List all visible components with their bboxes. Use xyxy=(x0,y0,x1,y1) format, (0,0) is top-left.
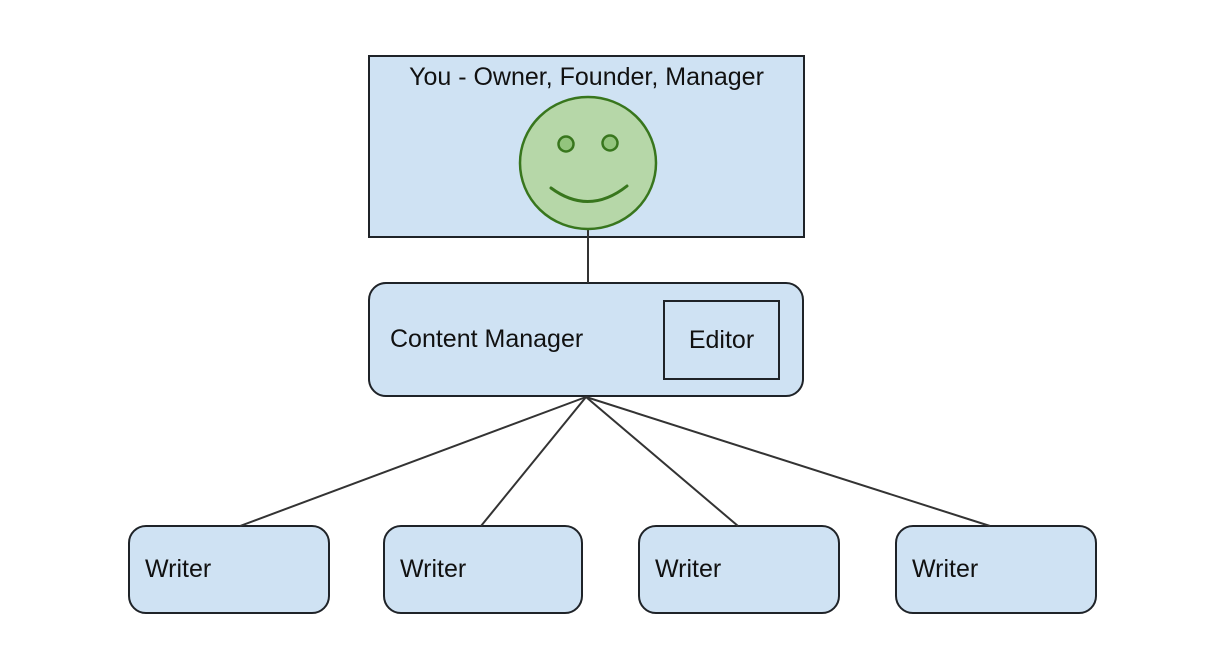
connector-manager-writer-4 xyxy=(585,396,991,527)
node-writer-1: Writer xyxy=(128,525,330,614)
node-content-manager-label: Content Manager xyxy=(390,325,584,354)
node-editor-badge-label: Editor xyxy=(688,325,755,354)
node-editor-badge: Editor xyxy=(663,300,780,380)
node-writer-4: Writer xyxy=(895,525,1097,614)
node-writer-2-label: Writer xyxy=(400,555,467,584)
node-owner-label: You - Owner, Founder, Manager xyxy=(409,63,764,91)
node-writer-4-label: Writer xyxy=(912,555,979,584)
node-writer-1-label: Writer xyxy=(145,555,212,584)
node-owner: You - Owner, Founder, Manager xyxy=(368,55,805,238)
node-writer-2: Writer xyxy=(383,525,583,614)
node-writer-3-label: Writer xyxy=(655,555,722,584)
connector-manager-writer-1 xyxy=(239,396,587,527)
node-writer-3: Writer xyxy=(638,525,840,614)
connector-manager-writer-3 xyxy=(585,396,739,527)
connector-manager-writer-2 xyxy=(480,396,587,527)
